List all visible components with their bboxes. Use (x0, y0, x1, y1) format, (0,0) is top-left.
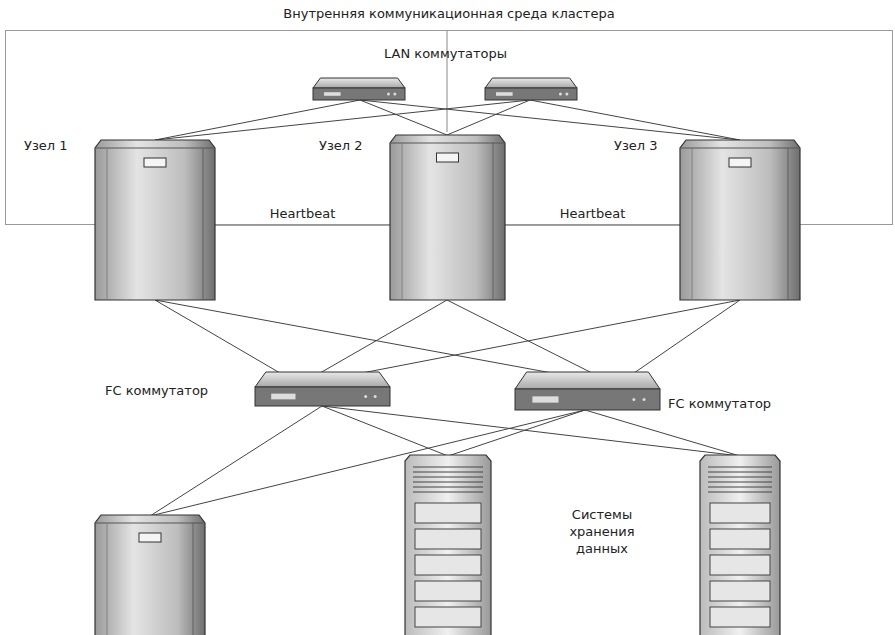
network-link (320, 300, 447, 373)
network-link (362, 300, 740, 373)
network-link (155, 300, 280, 373)
cluster-node: Узел 2 (315, 130, 510, 302)
network-link (447, 300, 592, 373)
server-tower (390, 135, 505, 300)
switch-icon (255, 372, 390, 406)
network-link (155, 300, 552, 373)
storage-array (700, 455, 780, 635)
server-tower (680, 140, 800, 300)
network-link (360, 100, 740, 140)
node-label: Узел 2 (319, 138, 363, 153)
node-label: LAN коммутаторы (384, 46, 507, 61)
network-link (155, 100, 530, 140)
link-label: Heartbeat (558, 206, 628, 221)
cluster-node: Узел 1 (20, 135, 220, 303)
switch-icon (485, 78, 577, 100)
switch-group: LAN коммутаторы (300, 46, 590, 105)
node-label: Узел 1 (24, 138, 68, 153)
fc-switch: FC коммутатор (512, 372, 812, 414)
switch-icon (515, 372, 660, 410)
server-tower (95, 140, 215, 300)
network-link (634, 300, 740, 373)
switch-icon (313, 78, 405, 100)
region-title: Внутренняя коммуникационная среда класте… (6, 6, 892, 21)
node-label: Узел 3 (614, 138, 658, 153)
cluster-node: Узел 3 (610, 135, 805, 303)
link-label: Heartbeat (268, 206, 338, 221)
storage-array (405, 455, 491, 635)
node-label: FC коммутатор (668, 396, 771, 411)
storage-group: Системы хранения данных (90, 452, 790, 635)
node-label: FC коммутатор (105, 383, 208, 398)
node-label: Системы хранения данных (542, 506, 662, 557)
divider-line (447, 30, 448, 132)
network-link (360, 100, 530, 135)
server-tower (95, 515, 205, 635)
fc-switch: FC коммутатор (100, 372, 392, 412)
